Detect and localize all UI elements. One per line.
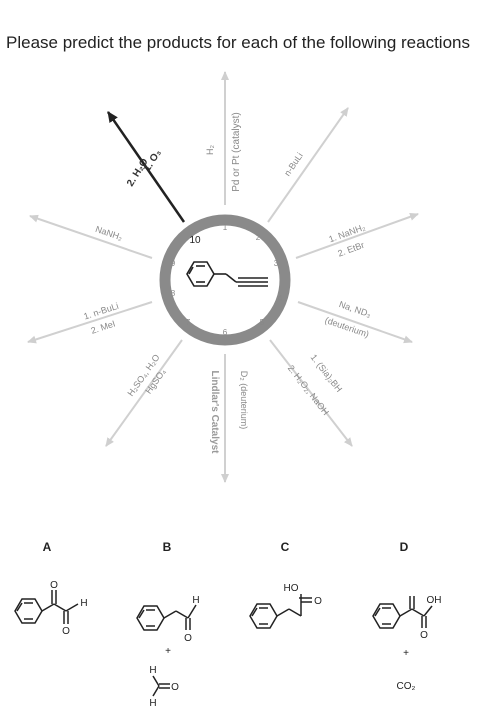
option-b-structure[interactable] <box>136 604 197 631</box>
position-5: 5 <box>260 318 265 327</box>
option-b-formaldehyde[interactable] <box>152 675 170 697</box>
option-b-aldehyde-h: H <box>192 595 199 606</box>
option-a-o-bottom: O <box>62 626 70 637</box>
option-b-aldehyde-o: O <box>184 633 192 644</box>
arrow-nbuli-mei[interactable] <box>27 301 153 344</box>
position-7: 7 <box>186 318 191 327</box>
option-a-o-top: O <box>50 580 58 591</box>
reagent-na-nd3: Na, ND₃ <box>338 299 373 319</box>
position-2: 2 <box>256 233 261 242</box>
center-number: 10 <box>189 235 201 246</box>
option-c-o: O <box>314 596 322 607</box>
reagent-pd: Pd or Pt (catalyst) <box>231 112 242 191</box>
position-6: 6 <box>223 328 228 337</box>
arrow-ozonolysis[interactable] <box>106 111 186 223</box>
arrow-nanh2-etbr[interactable] <box>295 212 419 259</box>
position-1: 1 <box>223 223 228 232</box>
position-4: 4 <box>278 294 283 303</box>
option-d-co2: CO₂ <box>397 681 416 692</box>
option-d-o: O <box>420 630 428 641</box>
option-d-letter[interactable]: D <box>400 540 409 554</box>
arrow-sia2bh[interactable] <box>269 339 353 447</box>
option-a-letter[interactable]: A <box>43 540 52 554</box>
option-d-structure[interactable] <box>372 596 433 629</box>
option-b-letter[interactable]: B <box>163 540 172 554</box>
wheel-ring <box>159 214 291 346</box>
arrow-nanh2[interactable] <box>29 214 153 259</box>
option-d-oh: OH <box>427 595 442 606</box>
option-a-structure[interactable] <box>14 590 79 624</box>
option-c-structure[interactable] <box>249 594 312 629</box>
arrow-na-nd3[interactable] <box>297 301 413 344</box>
reagent-lindlar: Lindlar's Catalyst <box>209 371 220 455</box>
option-b-plus: + <box>165 646 171 657</box>
option-a-h: H <box>80 598 87 609</box>
option-b-h-top: H <box>149 665 156 676</box>
phenylacetylene-structure <box>186 261 268 287</box>
option-b-o: O <box>171 682 179 693</box>
arrow-nbuli[interactable] <box>267 107 349 223</box>
prompt-text: Please predict the products for each of … <box>6 33 470 52</box>
arrow-h2so4[interactable] <box>105 339 183 447</box>
option-c-letter[interactable]: C <box>281 540 290 554</box>
reagent-d2: D₂ (deuterium) <box>239 371 249 430</box>
option-c-ho: HO <box>284 583 299 594</box>
reagent-h2: H₂ <box>205 145 215 155</box>
position-8: 8 <box>171 289 176 298</box>
position-9: 9 <box>171 259 176 268</box>
reagent-h2o: 2. H₂O <box>125 157 151 189</box>
option-b-h-bottom: H <box>149 698 156 709</box>
option-d-plus: + <box>403 648 409 659</box>
position-3: 3 <box>274 259 279 268</box>
